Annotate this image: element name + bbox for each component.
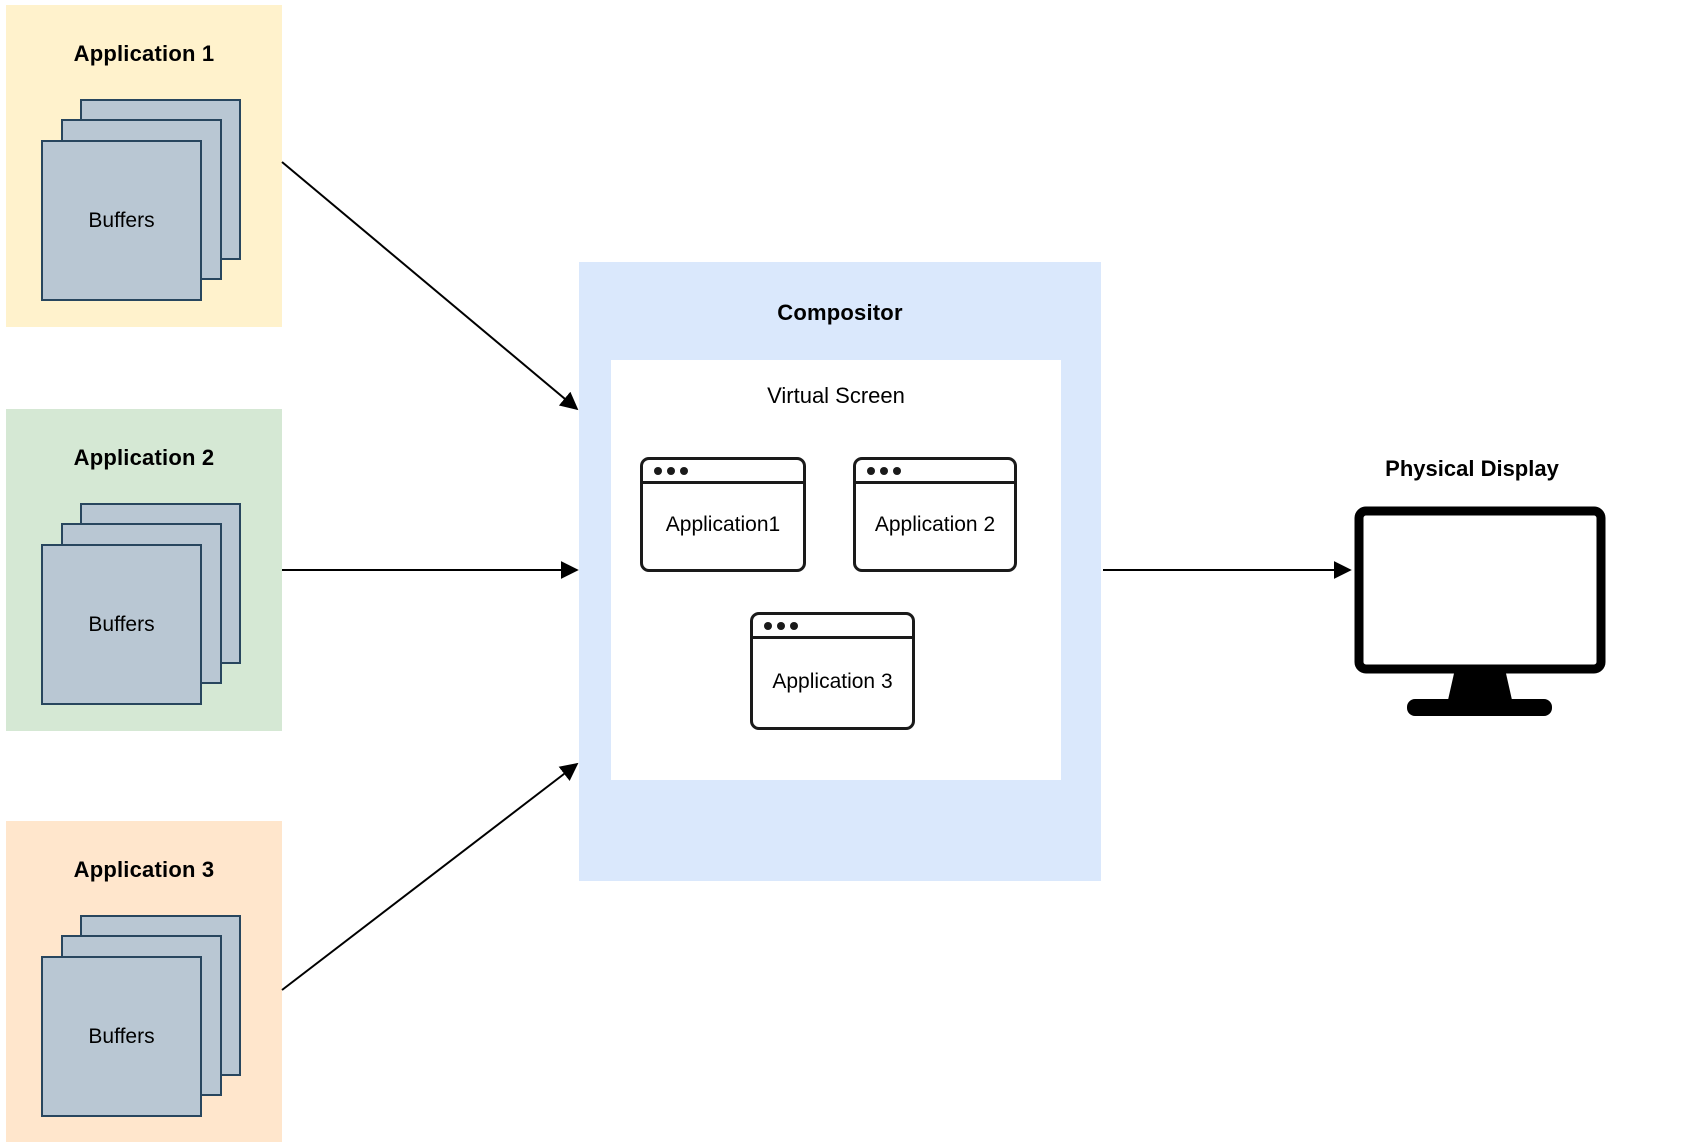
physical-display-title: Physical Display [1385,456,1559,481]
application-3-title: Application 3 [73,857,215,882]
window-dot-icon [764,621,772,630]
window-dot-icon [680,466,688,475]
window-dot-icon [777,621,785,630]
compositor-box: Compositor Virtual Screen Application1 A… [579,262,1101,881]
virtual-screen-box: Virtual Screen Application1 Application … [611,360,1061,780]
window-titlebar [856,460,1014,484]
arrow-app3-to-compositor [281,762,579,991]
window-label: Application 2 [874,513,996,536]
buffer-square-front: Buffers [41,544,202,705]
application-1-title: Application 1 [73,41,215,66]
window-dot-icon [893,466,901,475]
arrow-app1-to-compositor [281,161,579,411]
window-application-2: Application 2 [853,457,1017,572]
virtual-screen-title: Virtual Screen [767,383,905,408]
buffer-square-front: Buffers [41,956,202,1117]
application-2-title: Application 2 [73,445,215,470]
window-dot-icon [654,466,662,475]
window-application-3: Application 3 [750,612,915,730]
window-label: Application1 [665,513,781,536]
application-1-box: Application 1 Buffers [6,5,282,327]
window-dot-icon [867,466,875,475]
buffers-label: Buffers [88,1024,155,1048]
window-dot-icon [790,621,798,630]
window-titlebar [643,460,803,484]
window-dot-icon [880,466,888,475]
buffer-square-front: Buffers [41,140,202,301]
window-dot-icon [667,466,675,475]
application-2-box: Application 2 Buffers [6,409,282,731]
monitor-icon [1354,506,1606,716]
buffers-label: Buffers [88,208,155,232]
window-titlebar [753,615,912,639]
application-3-box: Application 3 Buffers [6,821,282,1142]
window-label: Application 3 [772,669,893,693]
window-application-1: Application1 [640,457,806,572]
buffers-label: Buffers [88,612,155,636]
compositor-title: Compositor [777,300,903,325]
